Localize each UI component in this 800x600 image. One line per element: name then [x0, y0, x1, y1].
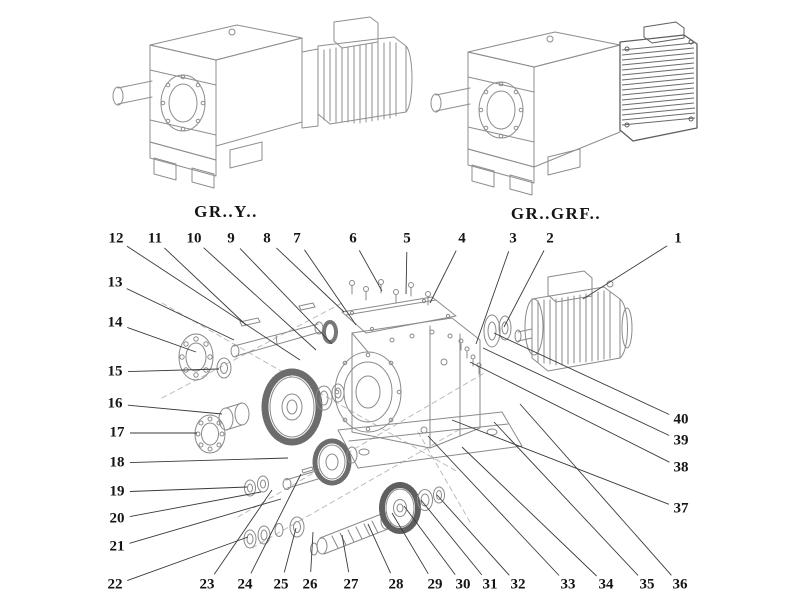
mounting-base	[337, 411, 523, 469]
part-number-13: 13	[107, 274, 123, 291]
part-number-30: 30	[455, 576, 471, 593]
part-number-28: 28	[388, 576, 404, 593]
leader-line-14	[127, 326, 197, 353]
leader-line-26	[310, 531, 314, 573]
assembled-view-gr-y	[112, 16, 413, 189]
motor-exploded	[514, 270, 633, 372]
part-number-3: 3	[509, 230, 517, 247]
leader-line-12	[126, 245, 301, 361]
part-number-34: 34	[598, 576, 614, 593]
leader-line-24	[250, 473, 302, 574]
part-number-15: 15	[107, 363, 123, 380]
leader-line-4	[429, 250, 457, 304]
variant-label-gr-grf: GR..GRF..	[510, 204, 602, 223]
leader-line-25	[283, 527, 297, 573]
leader-line-37	[451, 419, 670, 505]
leader-line-15	[127, 368, 220, 373]
leader-line-20	[129, 491, 262, 518]
part-number-29: 29	[427, 576, 443, 593]
leader-line-29	[391, 512, 429, 575]
part-number-40: 40	[673, 411, 689, 428]
leader-line-10	[203, 247, 317, 351]
leader-line-19	[129, 486, 248, 492]
part-number-9: 9	[227, 230, 235, 247]
upper-bearing-and-washer	[178, 333, 232, 381]
leader-line-13	[126, 288, 235, 341]
part-number-6: 6	[349, 230, 357, 247]
part-number-37: 37	[673, 500, 689, 517]
leader-line-30	[403, 505, 456, 575]
leader-line-35	[493, 421, 639, 576]
leader-line-40	[493, 332, 670, 415]
part-number-14: 14	[107, 314, 123, 331]
grf-rear-cover	[619, 21, 698, 142]
part-number-8: 8	[263, 230, 271, 247]
part-number-19: 19	[109, 483, 125, 500]
intermediate-gear-parts	[244, 438, 358, 497]
leader-line-22	[127, 536, 249, 582]
cover-screws	[349, 279, 431, 306]
part-number-31: 31	[482, 576, 498, 593]
part-number-23: 23	[199, 576, 215, 593]
leader-line-32	[436, 494, 510, 576]
leader-line-38	[469, 361, 670, 463]
leader-line-6	[358, 250, 383, 292]
part-number-1: 1	[674, 230, 682, 247]
leader-line-2	[503, 250, 545, 328]
part-number-10: 10	[186, 230, 202, 247]
leader-line-16	[127, 404, 223, 415]
leader-line-5	[405, 251, 408, 295]
part-number-22: 22	[107, 576, 123, 593]
leader-line-18	[129, 457, 289, 464]
part-number-27: 27	[343, 576, 359, 593]
part-number-33: 33	[560, 576, 576, 593]
part-number-7: 7	[293, 230, 301, 247]
part-number-16: 16	[107, 395, 123, 412]
part-number-36: 36	[672, 576, 688, 593]
variant-label-gr-y: GR..Y..	[194, 202, 258, 221]
leader-line-9	[239, 248, 333, 345]
assembly-axis-lines	[161, 302, 487, 549]
leader-line-11	[164, 247, 247, 326]
part-number-20: 20	[109, 510, 125, 527]
leader-line-23	[213, 489, 273, 575]
part-number-21: 21	[109, 538, 125, 555]
leader-line-27	[341, 534, 350, 573]
part-number-2: 2	[546, 230, 554, 247]
leader-line-8	[276, 247, 345, 313]
leader-line-39	[482, 347, 670, 436]
leader-line-21	[129, 498, 282, 544]
gear-housing	[334, 317, 481, 449]
part-number-12: 12	[108, 230, 124, 247]
part-number-38: 38	[673, 459, 689, 476]
motor-flange-parts	[458, 314, 512, 375]
part-number-5: 5	[403, 230, 411, 247]
part-number-26: 26	[302, 576, 318, 593]
part-number-17: 17	[109, 424, 125, 441]
leader-line-1	[582, 245, 668, 300]
part-number-25: 25	[273, 576, 289, 593]
leader-line-34	[461, 446, 597, 577]
part-number-4: 4	[458, 230, 466, 247]
part-number-32: 32	[510, 576, 526, 593]
leader-line-33	[427, 435, 560, 576]
part-number-35: 35	[639, 576, 655, 593]
part-number-39: 39	[673, 432, 689, 449]
part-number-11: 11	[147, 230, 163, 247]
leader-line-28	[367, 523, 392, 574]
bushing-and-bearing-left	[194, 402, 250, 454]
large-gear	[261, 368, 345, 446]
leader-line-3	[475, 251, 510, 345]
cover-plate	[341, 296, 457, 334]
part-number-24: 24	[237, 576, 253, 593]
leader-line-7	[304, 249, 357, 326]
part-number-18: 18	[109, 454, 125, 471]
exploded-view	[161, 270, 633, 556]
leader-line-36	[519, 403, 672, 576]
leader-line-31	[420, 499, 483, 576]
